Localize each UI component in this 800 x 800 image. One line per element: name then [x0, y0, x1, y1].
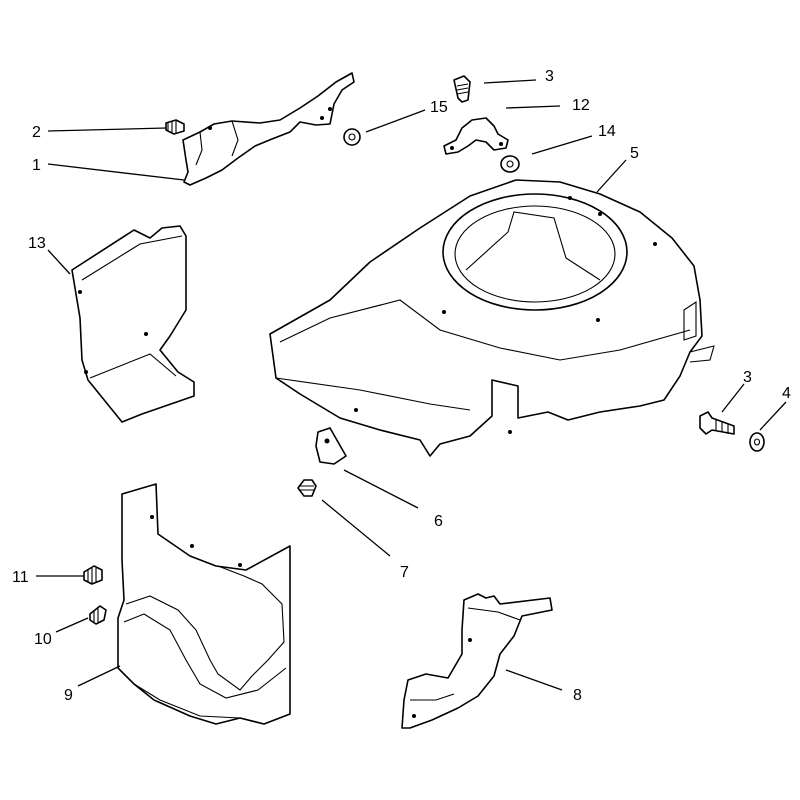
part-14-washer	[500, 155, 520, 173]
part-11-screw	[83, 565, 103, 585]
part-9-cylinder-shield	[117, 483, 291, 725]
part-5-blower-housing	[269, 179, 715, 457]
leader-line-4	[759, 401, 787, 431]
callout-11: 11	[12, 569, 29, 586]
part-7-screw	[297, 479, 317, 497]
part-13-side-baffle	[71, 225, 195, 423]
part-12-clamp	[443, 117, 509, 155]
callout-labels: 1 2 3 12 15 14 5 13 3 4 6 7 11 10 9 8	[12, 68, 791, 704]
callout-6: 6	[434, 513, 443, 530]
callout-8: 8	[573, 687, 582, 704]
leader-line-10	[55, 617, 89, 633]
callout-4: 4	[782, 385, 791, 402]
callout-5: 5	[630, 145, 639, 162]
part-6-clip-nut	[315, 427, 347, 465]
leader-line-8	[505, 669, 563, 691]
part-4-washer	[749, 432, 765, 452]
leader-line-6	[343, 469, 419, 509]
part-8-lower-bracket	[401, 593, 553, 729]
leader-line-2	[47, 127, 167, 132]
callout-13: 13	[28, 235, 46, 252]
callout-12: 12	[572, 97, 590, 114]
leader-line-15	[365, 109, 426, 133]
part-2-screw	[165, 119, 185, 135]
part-3-bolt-top	[453, 75, 471, 103]
callout-2: 2	[32, 124, 41, 141]
callout-9: 9	[64, 687, 73, 704]
callout-10: 10	[34, 631, 52, 648]
part-1-bracket	[182, 72, 355, 186]
part-3-bolt-right	[699, 411, 735, 435]
callout-1: 1	[32, 157, 41, 174]
part-15-washer	[343, 128, 361, 146]
leader-lines	[36, 79, 787, 691]
callout-14: 14	[598, 123, 616, 140]
leader-line-1	[47, 163, 185, 181]
leader-line-3-top	[483, 79, 537, 84]
leader-line-9	[77, 665, 121, 687]
callout-3-right: 3	[743, 369, 752, 386]
callout-15: 15	[430, 99, 448, 116]
callout-3-top: 3	[545, 68, 554, 85]
leader-line-12	[505, 105, 561, 109]
leader-line-13	[47, 249, 71, 275]
leader-line-5	[596, 159, 627, 193]
leader-line-3-right	[721, 383, 745, 413]
callout-7: 7	[400, 564, 409, 581]
leader-line-14	[531, 135, 593, 155]
leader-line-7	[321, 499, 391, 557]
part-10-screw	[89, 605, 107, 625]
